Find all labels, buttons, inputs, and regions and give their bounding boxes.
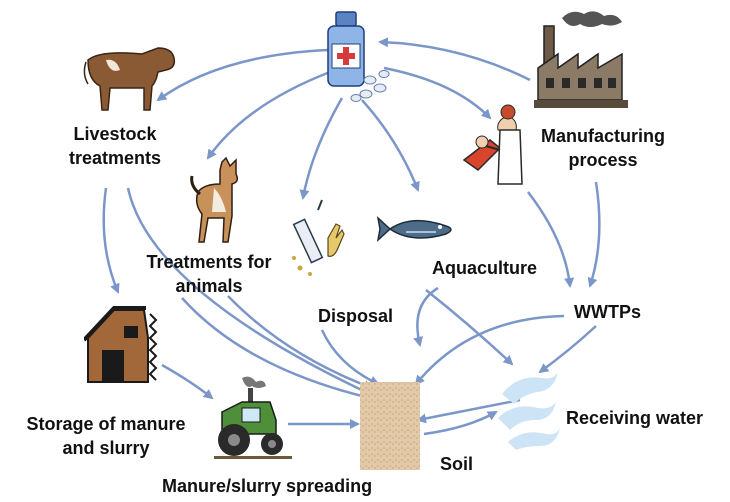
label-receiving-water: Receiving water xyxy=(566,408,704,428)
medicine-bottle-icon xyxy=(327,11,390,102)
arrow-animals-to-soil-2 xyxy=(227,295,374,390)
arrow-wwtps-to-soil xyxy=(414,314,565,386)
syringe-icon xyxy=(292,199,345,276)
label-line: animals xyxy=(175,276,243,296)
arrow-bottle-to-aquaculture xyxy=(361,99,420,192)
arrow-bottle-to-disposal xyxy=(299,97,344,200)
arrow-factory-to-bottle xyxy=(378,37,531,82)
label-soil: Soil xyxy=(440,454,474,474)
arrow-disposal-to-soil xyxy=(320,329,380,386)
dentist-icon xyxy=(462,104,523,185)
arrow-livestock-to-storage xyxy=(102,187,120,294)
arrow-dentist-to-wwtps xyxy=(527,191,575,288)
arrow-aquaculture-to-soil xyxy=(413,286,439,347)
arrow-livestock-to-soil xyxy=(126,187,372,396)
label-livestock-treatments: Livestock treatments xyxy=(60,122,170,170)
cow-icon xyxy=(83,47,176,111)
label-storage-of-manure: Storage of manure and slurry xyxy=(8,412,204,460)
tractor-icon xyxy=(214,376,292,459)
fish-icon xyxy=(376,215,452,243)
arrow-bottle-to-livestock xyxy=(156,48,329,102)
arrow-aquaculture-to-water xyxy=(425,289,514,366)
label-line: Treatments for xyxy=(146,252,272,272)
arrow-bottle-to-animals xyxy=(206,70,331,160)
soil-patch-icon xyxy=(360,382,420,470)
arrow-water-to-soil xyxy=(416,398,521,424)
pills-icon xyxy=(350,70,390,102)
arrow-animals-to-soil xyxy=(181,297,372,401)
label-wwtps: WWTPs xyxy=(574,302,641,322)
arrow-soil-to-water xyxy=(423,410,498,436)
label-line: and slurry xyxy=(62,438,150,458)
arrow-wwtps-to-water xyxy=(538,325,597,374)
arrow-storage-to-tractor xyxy=(161,363,214,400)
label-line: Storage of manure xyxy=(26,414,186,434)
label-line: Livestock xyxy=(73,124,157,144)
label-disposal: Disposal xyxy=(318,306,394,326)
label-line: treatments xyxy=(68,148,162,168)
label-line: process xyxy=(568,150,638,170)
label-manure-slurry-spreading: Manure/slurry spreading xyxy=(162,476,373,496)
water-splash-icon xyxy=(498,372,560,450)
label-manufacturing-process: Manufacturing process xyxy=(534,124,672,172)
arrow-bottle-to-dentist xyxy=(383,66,492,120)
dog-icon xyxy=(190,156,239,243)
arrow-factory-to-wwtps xyxy=(587,181,601,288)
barn-icon xyxy=(84,306,158,383)
label-aquaculture: Aquaculture xyxy=(432,258,538,278)
factory-icon xyxy=(534,11,628,108)
label-line: Manufacturing xyxy=(541,126,665,146)
label-treatments-for-animals: Treatments for animals xyxy=(134,250,284,298)
